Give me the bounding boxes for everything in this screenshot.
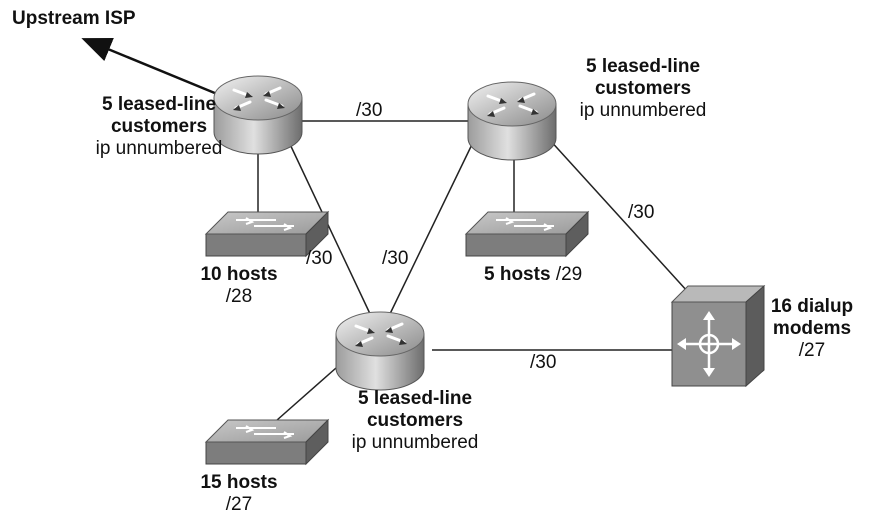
switch-middle-prefix: /29	[555, 264, 583, 285]
link-bottom-bottomswitch	[267, 367, 337, 429]
router-left-line2: customers	[110, 116, 208, 137]
link-right-bottom-label: /30	[382, 248, 409, 269]
router-right-line2: customers	[594, 78, 692, 99]
switch-middle-icon	[464, 210, 590, 258]
dialup-line1: 16 dialup	[770, 296, 854, 317]
switch-left-label: 10 hosts /28	[184, 264, 294, 308]
router-left-ip: ip unnumbered	[95, 138, 223, 159]
router-left-label: 5 leased-line customers ip unnumbered	[92, 94, 226, 160]
router-left-icon	[213, 75, 303, 155]
link-left-bottom-label: /30	[306, 248, 333, 269]
switch-bottom-prefix: /27	[225, 494, 253, 515]
dialup-server-icon	[670, 284, 766, 388]
switch-left-icon	[204, 210, 330, 258]
router-bottom-icon	[335, 311, 425, 391]
switch-bottom-label: 15 hosts /27	[184, 472, 294, 516]
link-left-bottom	[287, 139, 373, 319]
switch-bottom-hosts: 15 hosts	[200, 472, 278, 493]
switch-middle-hosts: 5 hosts	[484, 264, 551, 285]
switch-middle-label: 5 hosts /29	[484, 264, 582, 286]
dialup-label: 16 dialup modems /27	[762, 296, 862, 362]
router-right-ip: ip unnumbered	[579, 100, 707, 121]
router-bottom-line1: 5 leased-line	[357, 388, 473, 409]
router-bottom-ip: ip unnumbered	[351, 432, 479, 453]
link-right-dialup-label: /30	[628, 202, 655, 223]
router-right-label: 5 leased-line customers ip unnumbered	[568, 56, 718, 122]
switch-bottom-icon	[204, 418, 330, 466]
link-bottom-dialup-label: /30	[530, 352, 557, 373]
dialup-line2: modems	[772, 318, 852, 339]
router-right-line1: 5 leased-line	[585, 56, 701, 77]
link-left-upstream	[81, 37, 223, 98]
switch-left-prefix: /28	[225, 286, 253, 307]
router-left-line1: 5 leased-line	[101, 94, 217, 115]
switch-left-hosts: 10 hosts	[200, 264, 278, 285]
dialup-prefix: /27	[798, 340, 826, 361]
link-left-right-label: /30	[356, 100, 383, 121]
link-right-dialup	[547, 137, 689, 293]
router-right-icon	[467, 81, 557, 161]
link-right-bottom	[387, 131, 479, 319]
upstream-isp-label: Upstream ISP	[12, 8, 136, 29]
router-bottom-label: 5 leased-line customers ip unnumbered	[340, 388, 490, 454]
router-bottom-line2: customers	[366, 410, 464, 431]
